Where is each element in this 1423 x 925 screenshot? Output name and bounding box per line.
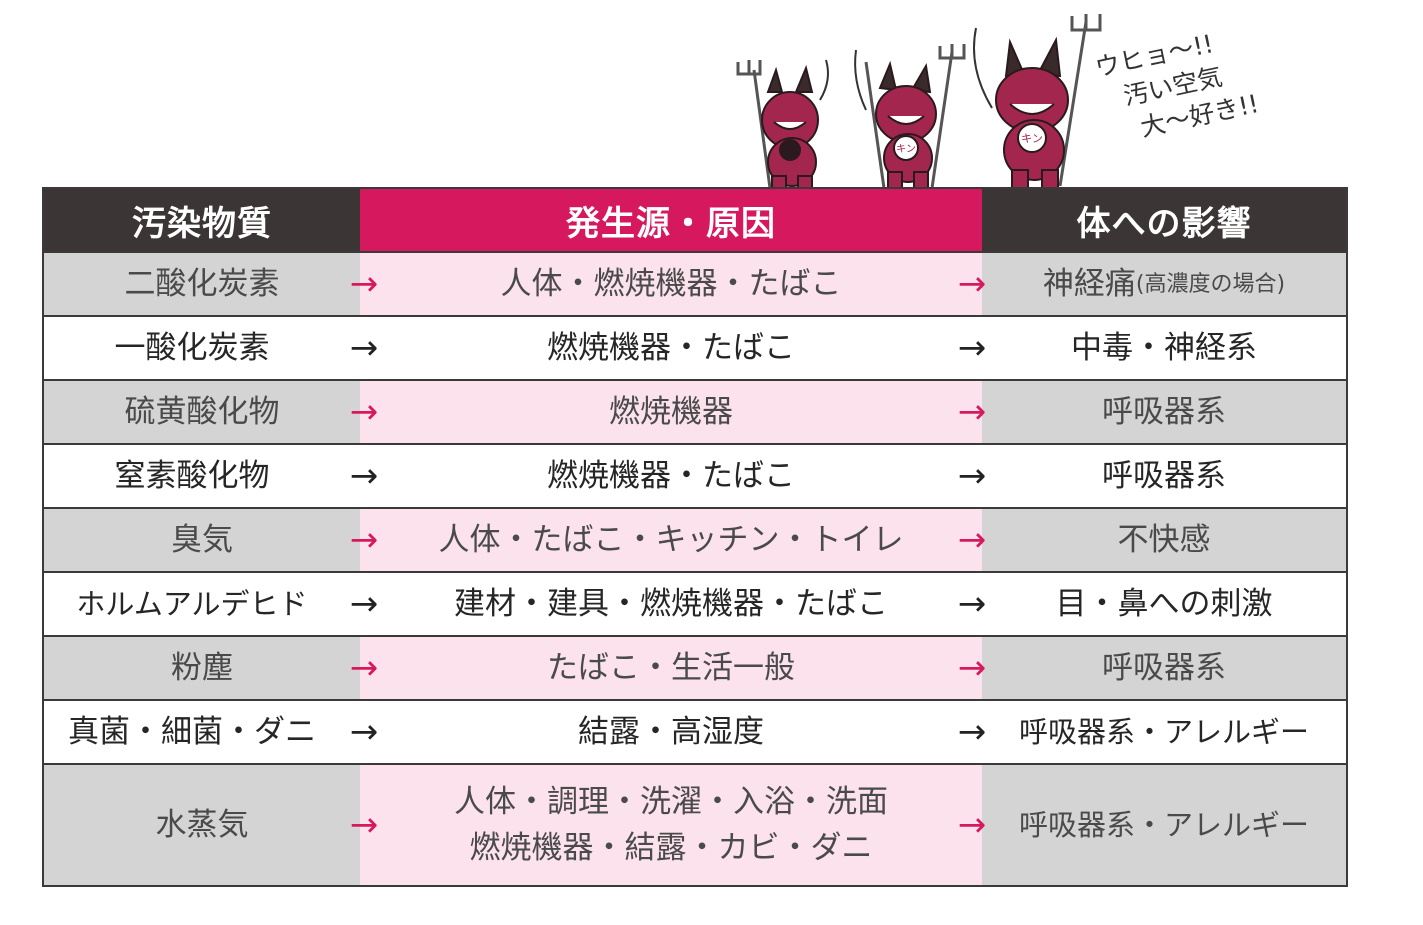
effect-text: 神経痛 [1042,265,1136,302]
source-cell: 建材・建具・燃焼機器・たばこ [454,585,888,622]
arrow-icon: → [957,648,987,688]
arrow-icon: → [349,648,379,688]
arrow-icon: → [349,328,379,368]
source-cell: 人体・調理・洗濯・入浴・洗面 燃焼機器・結露・カビ・ダニ [360,765,982,885]
pollutant-cell: 真菌・細菌・ダニ [68,713,316,750]
arrow-icon: → [957,584,987,624]
table-row: 二酸化炭素 人体・燃焼機器・たばこ 神経痛(高濃度の場合) → → [44,253,1346,315]
arrow-icon: → [957,805,987,845]
effect-cell: 呼吸器系 [1102,457,1226,494]
devil-mascot-left [736,59,829,189]
arrow-icon: → [957,520,987,560]
pollutant-cell: 窒素酸化物 [114,457,270,494]
table-row: 硫黄酸化物 燃焼機器 呼吸器系 → → [44,381,1346,443]
table-header: 汚染物質 発生源・原因 体への影響 [44,189,1346,251]
header-effect: 体への影響 [982,189,1346,251]
pollutant-cell: ホルムアルデヒド [76,586,308,621]
arrow-icon: → [957,456,987,496]
arrow-icon: → [349,712,379,752]
effect-cell: 呼吸器系 [982,381,1346,443]
table-row: 真菌・細菌・ダニ 結露・高湿度 呼吸器系・アレルギー → → [44,701,1346,763]
pollutant-cell: 臭気 [44,509,360,571]
effect-cell: 不快感 [982,509,1346,571]
arrow-icon: → [957,392,987,432]
source-cell: 人体・たばこ・キッチン・トイレ [360,509,982,571]
pollutant-cell: 一酸化炭素 [114,329,270,366]
devil-mascot-right [973,14,1102,189]
pollutant-cell: 二酸化炭素 [44,253,360,315]
source-cell: 結露・高湿度 [578,713,764,750]
source-cell: 燃焼機器 [360,381,982,443]
effect-cell: 目・鼻への刺激 [1055,585,1273,622]
table-row: 水蒸気 人体・調理・洗濯・入浴・洗面 燃焼機器・結露・カビ・ダニ 呼吸器系・アレ… [44,765,1346,885]
devil-mascot-middle [854,44,966,189]
effect-cell: 神経痛(高濃度の場合) [982,253,1346,315]
pollutant-cell: 粉塵 [44,637,360,699]
arrow-icon: → [957,328,987,368]
arrow-icon: → [349,520,379,560]
header-source: 発生源・原因 [360,189,982,251]
effect-note: (高濃度の場合) [1135,271,1286,297]
source-line-1: 人体・調理・洗濯・入浴・洗面 [454,784,888,820]
effect-cell: 呼吸器系 [982,637,1346,699]
arrow-icon: → [349,584,379,624]
badge-middle: キン [896,144,916,155]
arrow-icon: → [349,456,379,496]
header-pollutant: 汚染物質 [44,189,360,251]
source-line-2: 燃焼機器・結露・カビ・ダニ [469,830,873,866]
source-cell: 燃焼機器・たばこ [547,329,795,366]
pollutant-cell: 硫黄酸化物 [44,381,360,443]
devil-mascots-illustration: キン キン [736,14,1102,189]
arrow-icon: → [349,264,379,304]
source-cell: たばこ・生活一般 [360,637,982,699]
table-row: 臭気 人体・たばこ・キッチン・トイレ 不快感 → → [44,509,1346,571]
effect-cell: 呼吸器系・アレルギー [982,765,1346,885]
pollutant-cell: 水蒸気 [44,765,360,885]
arrow-icon: → [349,805,379,845]
arrow-icon: → [957,712,987,752]
table-row: ホルムアルデヒド 建材・建具・燃焼機器・たばこ 目・鼻への刺激 → → [44,573,1346,635]
pollutant-table: 汚染物質 発生源・原因 体への影響 二酸化炭素 人体・燃焼機器・たばこ 神経痛(… [42,187,1348,887]
source-cell: 燃焼機器・たばこ [547,457,795,494]
arrow-icon: → [957,264,987,304]
effect-cell: 呼吸器系・アレルギー [1018,714,1309,749]
source-cell: 人体・燃焼機器・たばこ [360,253,982,315]
badge-right: キン [1021,132,1043,145]
effect-cell: 中毒・神経系 [1071,329,1257,366]
table-row: 粉塵 たばこ・生活一般 呼吸器系 → → [44,637,1346,699]
table-row: 一酸化炭素 燃焼機器・たばこ 中毒・神経系 → → [44,317,1346,379]
arrow-icon: → [349,392,379,432]
table-row: 窒素酸化物 燃焼機器・たばこ 呼吸器系 → → [44,445,1346,507]
